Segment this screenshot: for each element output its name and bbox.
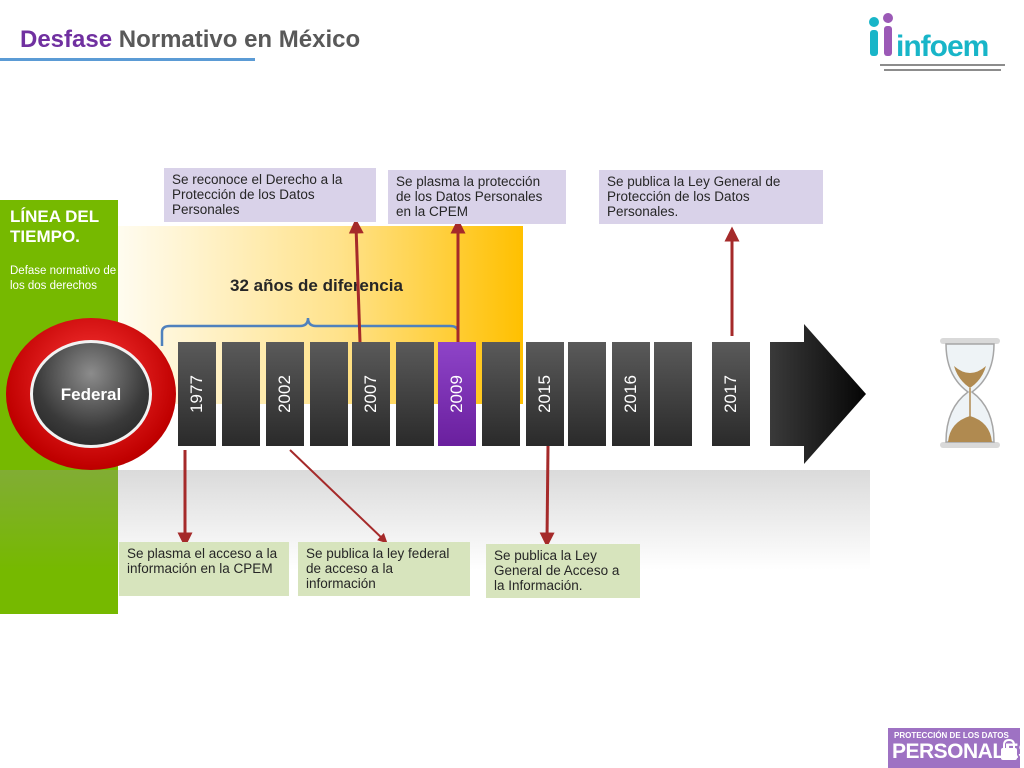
timeline-arrowhead <box>770 324 866 464</box>
event-box: Se publica la Ley General de Protección … <box>599 170 823 224</box>
timeline-segment: 2009 <box>438 342 476 446</box>
event-box: Se publica la ley federal de acceso a la… <box>298 542 470 596</box>
logo-wordmark: infoem <box>896 30 989 63</box>
timeline-segment: 1977 <box>178 342 216 446</box>
timeline-segment <box>482 342 520 446</box>
title-underline <box>0 58 255 61</box>
lock-icon <box>1001 738 1017 760</box>
connector-2015 <box>539 445 555 548</box>
timeline-segment: 2007 <box>352 342 390 446</box>
hourglass-icon <box>940 338 1000 448</box>
timeline-segment: 2016 <box>612 342 650 446</box>
gap-brace-path <box>160 317 460 346</box>
timeline-segment <box>396 342 434 446</box>
infoem-logo: infoem <box>862 10 1012 80</box>
title-highlight: Desfase <box>20 26 113 53</box>
timeline-segment <box>222 342 260 446</box>
page-title: Desfase Normativo en México <box>20 26 360 54</box>
event-box: Se reconoce el Derecho a la Protección d… <box>164 168 376 222</box>
timeline-segment: 2017 <box>712 342 750 446</box>
footer-line2: PERSONALES <box>892 740 1024 763</box>
event-box: Se publica la Ley General de Acceso a la… <box>486 544 640 598</box>
timeline-segment <box>568 342 606 446</box>
timeline-segment <box>310 342 348 446</box>
footer-badge: PROTECCIÓN DE LOS DATOS PERSONALES <box>888 728 1024 768</box>
title-rest: Normativo en México <box>112 26 361 53</box>
timeline-segment <box>654 342 692 446</box>
connector-2002 <box>289 449 388 544</box>
panel-title: LÍNEA DEL TIEMPO. <box>10 207 99 246</box>
footer-line1: PROTECCIÓN DE LOS DATOS <box>894 731 1009 740</box>
federal-badge <box>30 340 152 448</box>
connector-2007 <box>348 218 364 343</box>
federal-label: Federal <box>60 385 122 404</box>
event-box: Se plasma el acceso a la información en … <box>119 542 289 596</box>
timeline-segment: 2015 <box>526 342 564 446</box>
event-box: Se plasma la protección de los Datos Per… <box>388 170 566 224</box>
logo-figures-icon <box>869 13 893 56</box>
panel-subtitle: Defase normativo de los dos derechos <box>10 265 117 292</box>
timeline-segment: 2002 <box>266 342 304 446</box>
logo-subtitle-fine-print <box>880 64 1005 71</box>
